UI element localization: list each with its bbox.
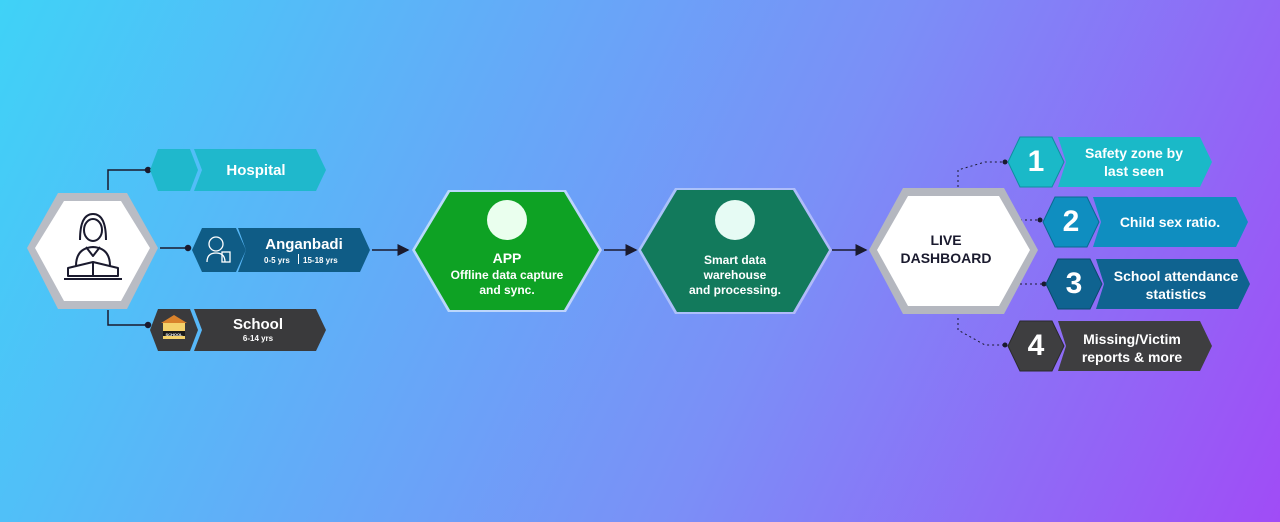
person-hexagon xyxy=(27,193,158,309)
warehouse-line-2: warehouse xyxy=(703,268,767,282)
hospital-shape xyxy=(150,149,326,191)
output-4-shape xyxy=(1007,320,1212,372)
output-1-number: 1 xyxy=(1027,145,1045,178)
dashboard-line-2: DASHBOARD xyxy=(900,250,992,266)
output-4-line-1: Missing/Victim xyxy=(1083,331,1181,347)
school-badge-text: SCHOOL xyxy=(165,332,183,337)
app-line-1: Offline data capture xyxy=(450,268,564,282)
dashboard-line-1: LIVE xyxy=(930,232,962,248)
output-3-line-2: statistics xyxy=(1145,286,1207,302)
output-3-number: 3 xyxy=(1065,267,1083,300)
warehouse-hexagon xyxy=(638,188,832,314)
range-divider xyxy=(298,254,299,264)
warehouse-line-1: Smart data xyxy=(703,253,767,267)
dashboard-hexagon xyxy=(869,188,1038,314)
school-range: 6-14 yrs xyxy=(242,334,274,343)
output-3-shape xyxy=(1045,258,1250,310)
anganbadi-range-2: 15-18 yrs xyxy=(303,256,338,265)
anganbadi-range-1: 0-5 yrs xyxy=(264,256,290,265)
app-line-2: and sync. xyxy=(479,283,535,297)
output-1-line-1: Safety zone by xyxy=(1084,145,1184,161)
app-title: APP xyxy=(492,250,522,266)
woman-document-icon xyxy=(206,236,231,263)
hospital-label: Hospital xyxy=(226,162,286,179)
output-3-line-1: School attendance xyxy=(1113,268,1239,284)
output-1-line-2: last seen xyxy=(1104,163,1164,179)
output-1-shape xyxy=(1007,136,1212,188)
school-label: School xyxy=(232,316,284,333)
warehouse-line-3: and processing. xyxy=(688,283,782,297)
anganbadi-label: Anganbadi xyxy=(265,236,343,253)
school-building-icon xyxy=(161,315,187,339)
output-2-number: 2 xyxy=(1062,205,1080,238)
output-2-line-1: Child sex ratio. xyxy=(1119,214,1221,230)
output-2-shape xyxy=(1042,196,1248,248)
output-4-number: 4 xyxy=(1027,329,1045,362)
app-hexagon xyxy=(412,190,602,312)
teacher-reading-icon xyxy=(64,213,122,280)
output-4-line-2: reports & more xyxy=(1081,349,1183,365)
